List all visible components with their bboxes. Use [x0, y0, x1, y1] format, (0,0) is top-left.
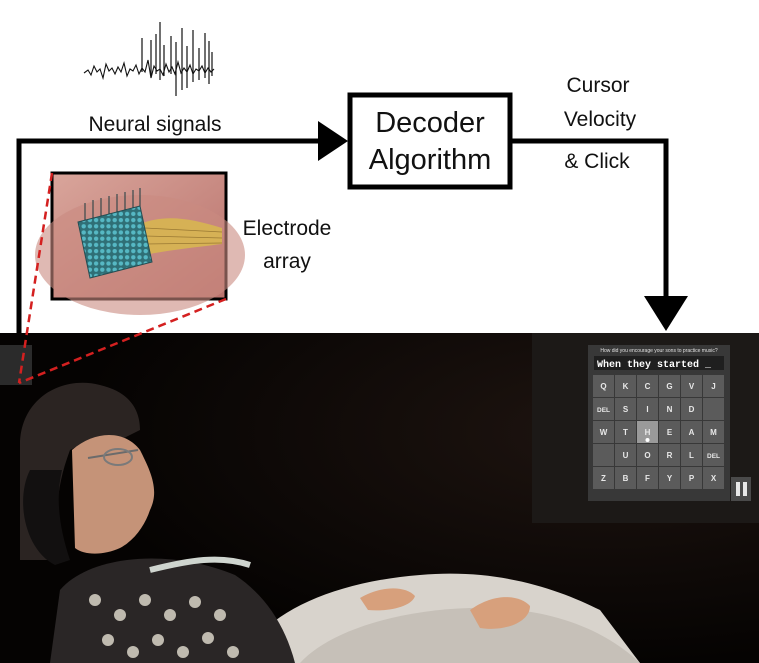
keyboard-key[interactable] [615, 398, 636, 420]
keyboard-key[interactable] [593, 375, 614, 397]
cursor-velocity-label-line1: Cursor [566, 74, 629, 97]
keyboard-key[interactable] [615, 444, 636, 466]
zoom-indicator-lines [17, 172, 227, 385]
arrow-to-screen [644, 296, 688, 331]
electrode-array-label-line1: Electrode [243, 217, 332, 240]
keyboard-key[interactable] [681, 444, 702, 466]
keyboard-key-label: Q [600, 382, 606, 391]
decoder-label-line1: Decoder [375, 107, 485, 139]
keyboard-key-label: W [600, 428, 608, 437]
keyboard-key-label: R [667, 451, 673, 460]
keyboard-key[interactable] [681, 467, 702, 489]
keyboard-key-label: F [645, 474, 650, 483]
signal-path-line [16, 138, 318, 335]
keyboard-key-label: V [689, 382, 695, 391]
keyboard-key[interactable] [681, 375, 702, 397]
keyboard-key-label: P [689, 474, 695, 483]
keyboard-key[interactable] [593, 421, 614, 443]
keyboard-key-label: X [711, 474, 717, 483]
prompt-question: How did you encourage your sons to pract… [600, 348, 718, 354]
keyboard-key-label: O [644, 451, 650, 460]
cursor-velocity-label-line3: & Click [564, 150, 630, 173]
keyboard-key-label: L [689, 451, 694, 460]
keyboard-grid: Q K C G V J DEL S I N D W T H E A M U O R L DEL Z B F Y P X [593, 375, 724, 489]
keyboard-key-label: DEL [707, 453, 720, 460]
keyboard-key-label: U [623, 451, 629, 460]
keyboard-key[interactable] [637, 375, 658, 397]
keyboard-key[interactable] [659, 421, 680, 443]
keyboard-key[interactable] [615, 467, 636, 489]
keyboard-key-label: I [646, 405, 648, 414]
neural-signals-label: Neural signals [88, 113, 221, 136]
keyboard-key[interactable] [615, 421, 636, 443]
electrode-array-label-line2: array [263, 250, 311, 273]
keyboard-key[interactable] [659, 444, 680, 466]
keyboard-key[interactable] [703, 444, 724, 466]
keyboard-key[interactable] [681, 421, 702, 443]
keyboard-key-label: N [667, 405, 673, 414]
keyboard-key-label: A [689, 428, 695, 437]
keyboard-key[interactable] [703, 421, 724, 443]
keyboard-key[interactable] [593, 467, 614, 489]
keyboard-key-label: J [711, 382, 715, 391]
keyboard-key-label: H [645, 428, 651, 437]
keyboard-key[interactable] [637, 467, 658, 489]
keyboard-key[interactable] [681, 398, 702, 420]
decoder-algorithm-box [347, 92, 513, 190]
keyboard-key-label: B [623, 474, 629, 483]
neural-signal-trace [83, 22, 215, 96]
keyboard-key-label: E [667, 428, 673, 437]
keyboard-key-label: DEL [597, 407, 610, 414]
decoder-label-line2: Algorithm [369, 144, 492, 176]
speller-screen: How did you encourage your sons to pract… [588, 345, 751, 501]
electrode-array-photo [35, 171, 245, 315]
keyboard-key[interactable] [703, 398, 724, 420]
keyboard-key-label: D [689, 405, 695, 414]
keyboard-key-label: T [623, 428, 628, 437]
keyboard-key-label: C [645, 382, 651, 391]
keyboard-key[interactable] [615, 375, 636, 397]
keyboard-key-label: Z [601, 474, 606, 483]
keyboard-key[interactable] [593, 398, 614, 420]
keyboard-key[interactable] [637, 421, 658, 443]
cursor-velocity-label-line2: Velocity [564, 108, 637, 131]
keyboard-key[interactable] [659, 467, 680, 489]
pause-icon [736, 482, 747, 496]
typed-text-field: When they started _ [597, 359, 712, 371]
keyboard-key-label: K [623, 382, 629, 391]
arrow-to-decoder [318, 121, 348, 161]
keyboard-key-label: G [666, 382, 672, 391]
output-path-line [510, 138, 669, 300]
keyboard-key[interactable] [703, 375, 724, 397]
keyboard-key[interactable] [703, 467, 724, 489]
keyboard-key[interactable] [637, 398, 658, 420]
keyboard-key[interactable] [659, 375, 680, 397]
cursor-dot [645, 438, 650, 442]
keyboard-key-label: S [623, 405, 629, 414]
keyboard-key[interactable] [659, 398, 680, 420]
pause-button[interactable] [731, 477, 751, 501]
keyboard-key[interactable] [593, 444, 614, 466]
keyboard-key-label: Y [667, 474, 673, 483]
keyboard-key[interactable] [637, 444, 658, 466]
keyboard-key-label: M [710, 428, 717, 437]
